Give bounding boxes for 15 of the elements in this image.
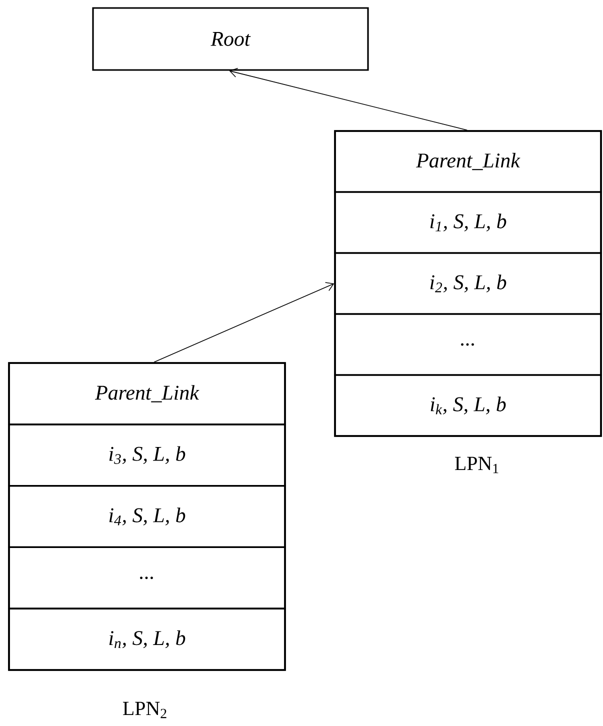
- table-row: i$_{3}$, S, L, b: [8, 424, 286, 487]
- table-row: ...: [8, 546, 286, 610]
- root-box: Root: [92, 7, 369, 71]
- table-row: i$_{k}$, S, L, b: [334, 374, 602, 437]
- table-row: i$_{1}$, S, L, b: [334, 191, 602, 254]
- table-caption: LPN$_{1}$: [455, 456, 498, 474]
- table-row: ...: [334, 313, 602, 376]
- arrow: [229, 68, 468, 130]
- table-row: Parent_Link: [8, 362, 286, 426]
- table-row: i$_{4}$, S, L, b: [8, 485, 286, 548]
- arrow: [154, 282, 334, 362]
- table-row: Parent_Link: [334, 130, 602, 193]
- table-row: i$_{n}$, S, L, b: [8, 608, 286, 671]
- table-caption: LPN$_{2}$: [123, 702, 166, 718]
- table-row: i$_{2}$, S, L, b: [334, 252, 602, 315]
